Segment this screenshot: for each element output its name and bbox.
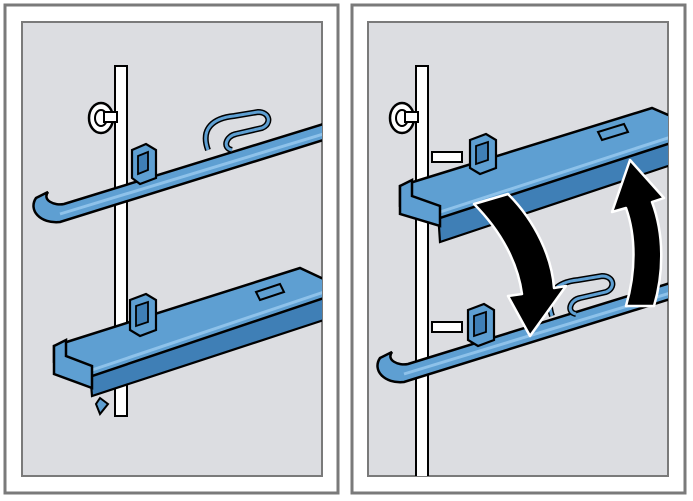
lower-rail xyxy=(52,266,322,416)
panel-left xyxy=(3,3,340,495)
wall-screw xyxy=(388,101,419,135)
rail-clip-icon xyxy=(468,132,498,176)
rail-clip-icon xyxy=(466,302,496,348)
support-pin xyxy=(431,151,463,333)
panel-right xyxy=(350,3,687,495)
upper-rail xyxy=(32,108,322,224)
wall-screw xyxy=(87,101,118,135)
panel-left-background xyxy=(21,21,323,477)
wall-bar xyxy=(415,65,429,476)
rail-clip-icon xyxy=(130,142,158,186)
curved-arrow-down-icon xyxy=(472,192,568,338)
rail-clip-icon xyxy=(128,292,158,338)
hook-wire xyxy=(202,108,272,153)
curved-arrow-up-icon xyxy=(610,158,666,308)
